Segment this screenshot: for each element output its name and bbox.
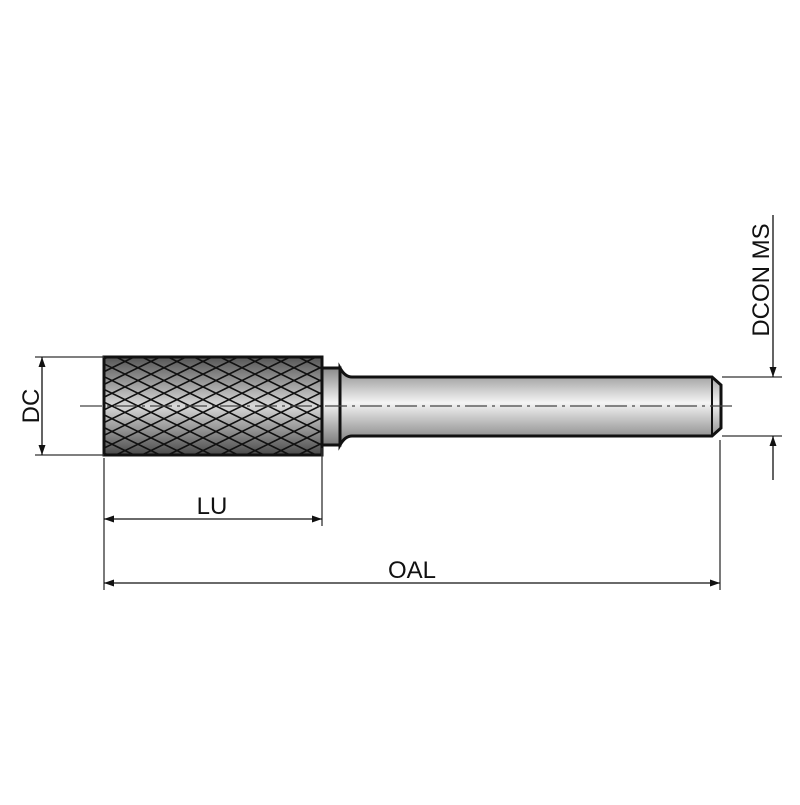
knurl-line <box>104 357 239 424</box>
knurl-line <box>271 429 322 455</box>
knurl-line <box>104 426 161 455</box>
knurl-line <box>104 413 187 455</box>
dc-label: DC <box>18 389 45 424</box>
knurl-line <box>104 357 187 399</box>
knurl-line <box>245 416 322 455</box>
knurl-line <box>0 357 4 455</box>
knurl-line <box>104 357 161 386</box>
knurl-line <box>115 357 317 455</box>
lu-label: LU <box>197 493 228 520</box>
extension-lines <box>35 356 782 590</box>
knurl-line <box>245 357 322 396</box>
knurl-line <box>104 357 213 411</box>
knurl-line <box>271 357 322 383</box>
oal-label: OAL <box>388 557 436 584</box>
knurl-line <box>0 357 4 455</box>
dcon-ms-label: DCON MS <box>748 223 775 336</box>
